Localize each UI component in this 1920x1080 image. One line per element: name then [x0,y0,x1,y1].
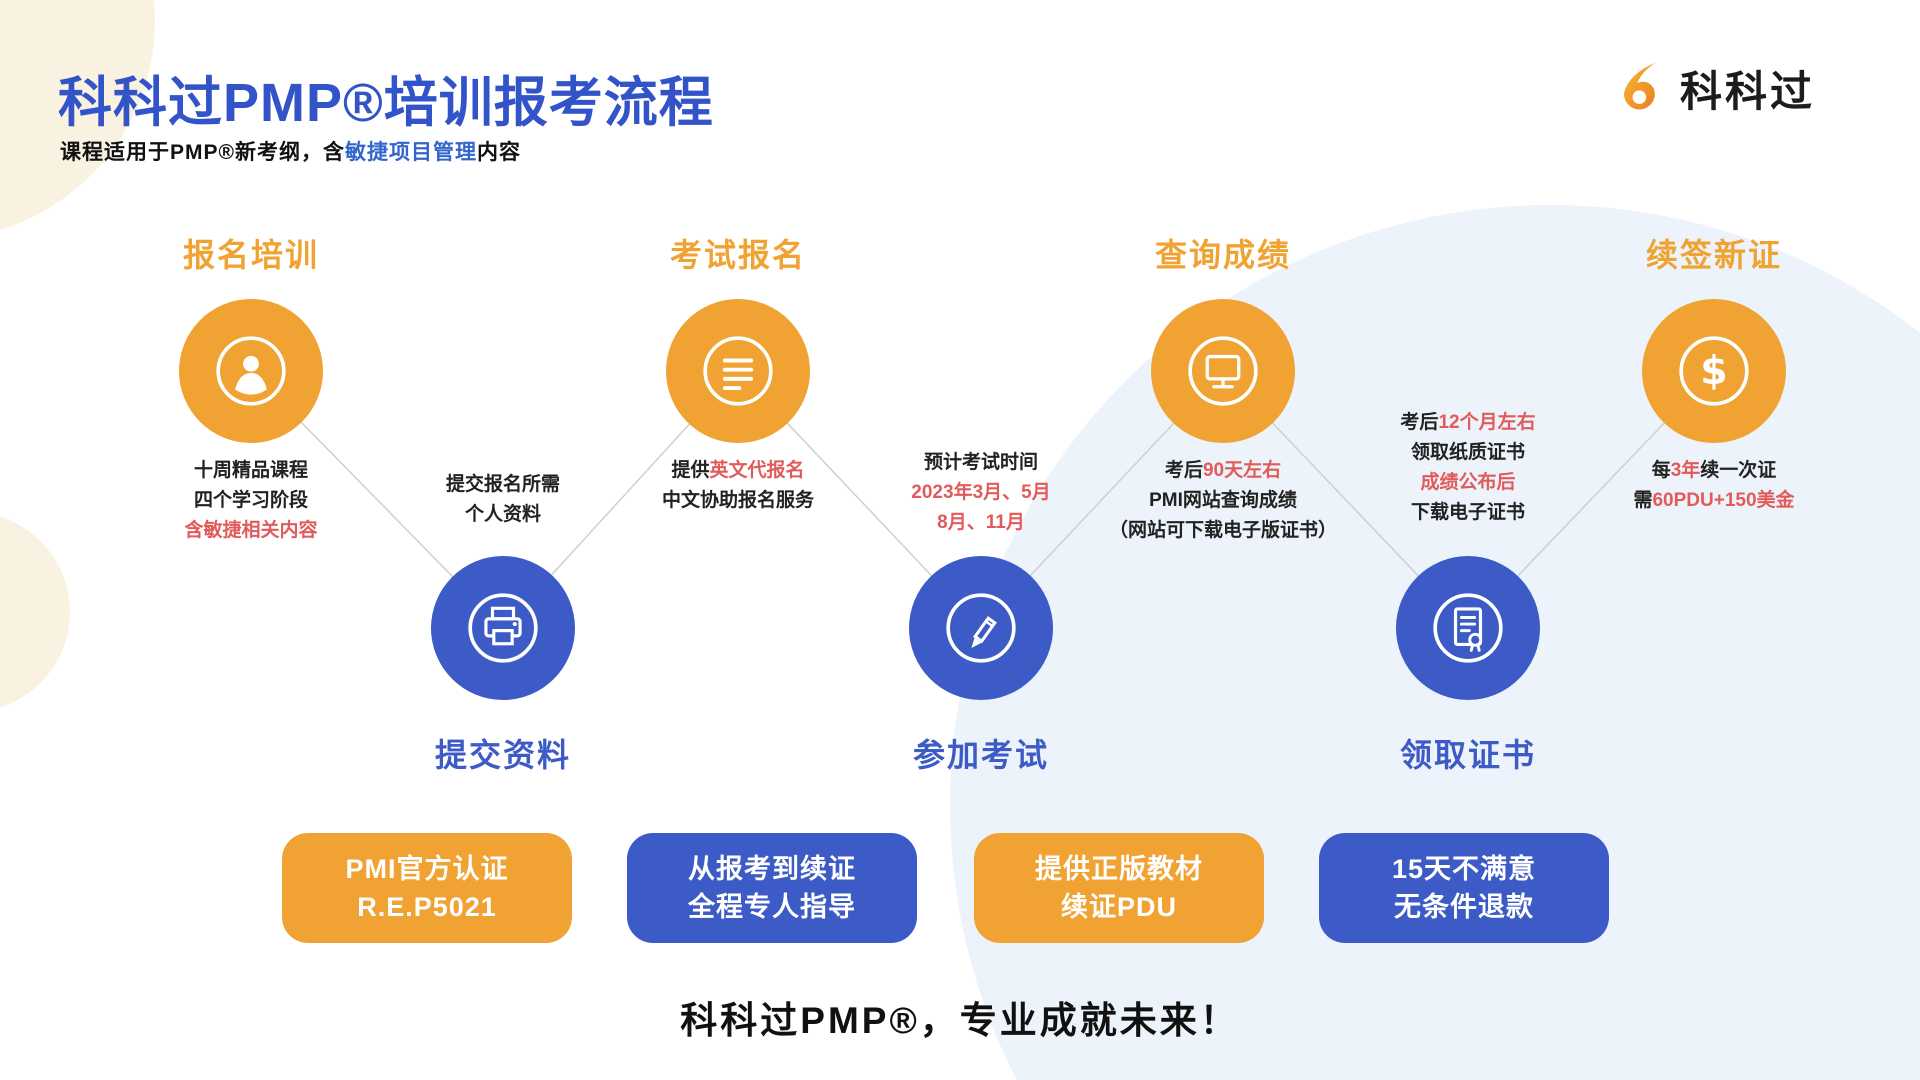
page-subtitle: 课程适用于PMP®新考纲，含敏捷项目管理内容 [60,136,521,166]
detail-line: 提供英文代报名 [568,456,908,486]
detail-text: 考后 [1400,412,1439,433]
detail-text: 续一次证 [1700,460,1777,481]
detail-line: 个人资料 [333,500,673,530]
detail-text: 考后 [1164,460,1203,481]
detail-text: 十周精品课程 [193,460,308,481]
detail-line: 成绩公布后 [1298,468,1638,498]
feature-pill-refund-policy: 15天不满意 无条件退款 [1319,833,1609,943]
detail-text: 预计考试时间 [923,452,1038,473]
subtitle-suffix: 内容 [476,141,521,164]
detail-line: 含敏捷相关内容 [81,516,421,546]
detail-line: 下载电子证书 [1298,498,1638,528]
step-circle-submit-materials [431,556,575,700]
step-detail-signup-training: 十周精品课程 四个学习阶段 含敏捷相关内容 [81,456,421,546]
certificate-icon [1433,593,1503,663]
detail-text: 8月、11月 [937,512,1025,533]
step-detail-get-certificate: 考后12个月左右 领取纸质证书 成绩公布后 下载电子证书 [1298,408,1638,528]
detail-text: 领取纸质证书 [1410,442,1525,463]
detail-line: 提交报名所需 [333,470,673,500]
pill-line: 续证PDU [1060,892,1177,922]
dollar-icon: $ [1679,336,1749,406]
brand-6-icon [1623,62,1656,109]
detail-text: 90天左右 [1202,460,1282,481]
detail-text: 中文协助报名服务 [661,490,814,511]
detail-text: 成绩公布后 [1420,472,1516,493]
step-label-renew-cert: 续签新证 [1645,237,1782,273]
detail-text: 每 [1651,460,1671,481]
detail-line: 2023年3月、5月 [811,478,1151,508]
step-circle-get-certificate [1396,556,1540,700]
pill-line: 全程专人指导 [688,892,856,922]
detail-line: PMI网站查询成绩 [1053,486,1393,516]
brand-name: 科科过 [1679,68,1815,115]
detail-line: 8月、11月 [811,508,1151,538]
detail-line: 考后12个月左右 [1298,408,1638,438]
step-detail-exam-registration: 提供英文代报名 中文协助报名服务 [568,456,908,516]
monitor-icon [1188,336,1258,406]
pill-line: PMI官方认证 [345,854,509,884]
detail-line: 四个学习阶段 [81,486,421,516]
detail-text: 下载电子证书 [1410,502,1525,523]
feature-pill-official-materials: 提供正版教材 续证PDU [974,833,1264,943]
detail-line: 中文协助报名服务 [568,486,908,516]
pencil-icon [946,593,1016,663]
detail-text: 60PDU+150美金 [1652,490,1795,511]
detail-line: 十周精品课程 [81,456,421,486]
page-title: 科科过PMP®培训报考流程 [58,73,714,133]
printer-icon [468,593,538,663]
pill-line: 15天不满意 [1391,854,1537,884]
detail-text: 需 [1633,490,1653,511]
step-circle-take-exam [909,556,1053,700]
pill-line: R.E.P5021 [357,892,497,922]
footer-slogan: 科科过PMP®，专业成就未来！ [680,1000,1240,1041]
svg-text:$: $ [1700,348,1727,394]
step-label-exam-registration: 考试报名 [669,237,806,273]
document-lines-icon [703,336,773,406]
feature-pill-full-guidance: 从报考到续证 全程专人指导 [627,833,917,943]
detail-line: 预计考试时间 [811,448,1151,478]
detail-text: 2023年3月、5月 [911,482,1051,503]
detail-text: （网站可下载电子版证书） [1108,520,1337,541]
step-detail-take-exam: 预计考试时间 2023年3月、5月 8月、11月 [811,448,1151,538]
step-detail-check-score: 考后90天左右 PMI网站查询成绩 （网站可下载电子版证书） [1053,456,1393,546]
detail-text: 提供 [671,460,710,481]
step-label-get-certificate: 领取证书 [1399,737,1536,773]
detail-text: 个人资料 [464,504,541,525]
step-circle-check-score [1151,299,1295,443]
step-circle-signup-training [179,299,323,443]
detail-line: 需60PDU+150美金 [1544,486,1884,516]
step-label-check-score: 查询成绩 [1154,237,1291,273]
user-icon [216,336,286,406]
detail-line: （网站可下载电子版证书） [1053,516,1393,546]
detail-text: 英文代报名 [709,460,805,481]
detail-text: 四个学习阶段 [193,490,308,511]
detail-text: 提交报名所需 [445,474,560,495]
detail-text: PMI网站查询成绩 [1149,490,1297,511]
detail-line: 考后90天左右 [1053,456,1393,486]
subtitle-prefix: 课程适用于PMP®新考纲，含 [60,141,345,164]
pill-line: 从报考到续证 [688,854,856,884]
detail-line: 领取纸质证书 [1298,438,1638,468]
step-detail-renew-cert: 每3年续一次证 需60PDU+150美金 [1544,456,1884,516]
step-circle-renew-cert: $ [1642,299,1786,443]
step-label-signup-training: 报名培训 [182,237,319,273]
detail-text: 12个月左右 [1438,412,1536,433]
detail-text: 含敏捷相关内容 [184,520,318,541]
step-circle-exam-registration [666,299,810,443]
step-label-submit-materials: 提交资料 [434,737,571,773]
step-detail-submit-materials: 提交报名所需 个人资料 [333,470,673,530]
detail-text: 3年 [1670,460,1701,481]
step-label-take-exam: 参加考试 [912,737,1049,773]
brand-logo: 科科过 [1614,58,1815,119]
detail-line: 每3年续一次证 [1544,456,1884,486]
pill-line: 提供正版教材 [1035,854,1203,884]
feature-pill-pmi-certified: PMI官方认证 R.E.P5021 [282,833,572,943]
pill-line: 无条件退款 [1394,892,1534,922]
subtitle-highlight: 敏捷项目管理 [344,141,477,164]
